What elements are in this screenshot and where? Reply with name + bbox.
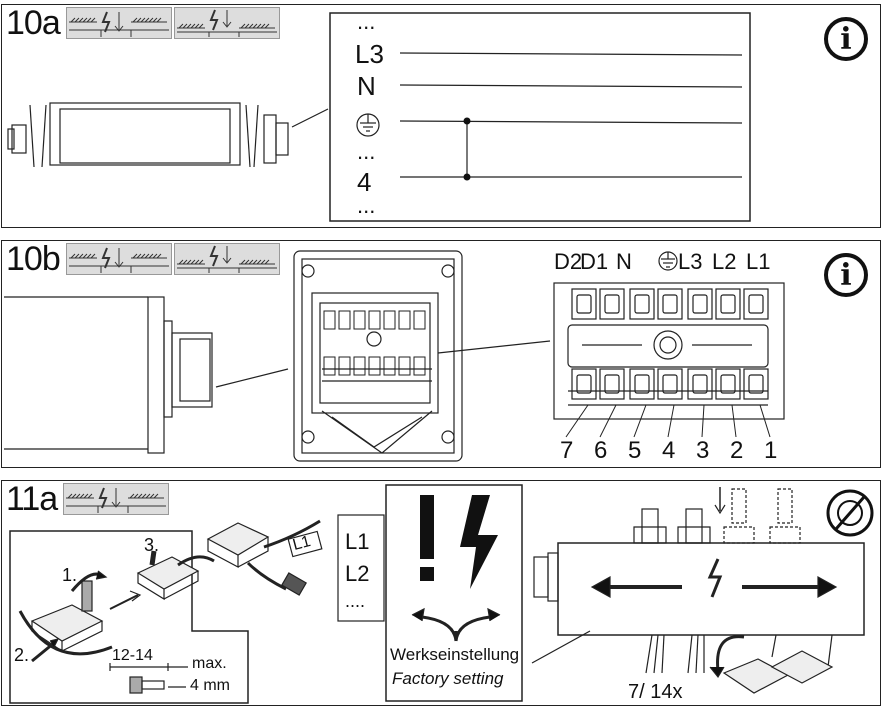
terminal-slot	[743, 288, 769, 320]
warning-lightning-icon	[173, 243, 280, 275]
terminal-label-bottom: 2	[730, 437, 744, 464]
connector-install-diagram	[9, 484, 874, 704]
phase-list-l1: L1	[345, 529, 370, 554]
terminal-leader-line	[731, 404, 737, 438]
step-3-label: 3.	[144, 535, 160, 555]
step-tag-10b: 10b	[2, 241, 280, 277]
factory-setting-de: Werkseinstellung	[390, 645, 520, 664]
terminal-leader-line	[667, 404, 675, 438]
terminal-slot	[571, 288, 597, 320]
phase-list-ellipsis: ....	[345, 591, 366, 611]
wire-count-label: 7/ 14x	[628, 681, 683, 703]
terminal-label-top: L1	[746, 249, 771, 274]
terminal-leader-line	[633, 404, 647, 438]
warning-lightning-icon	[173, 7, 280, 39]
max-label: max.	[192, 655, 227, 672]
wiring-label-top-ellipsis: ...	[357, 9, 376, 34]
mini-terminal-slot	[338, 356, 351, 376]
terminal-slot	[629, 288, 655, 320]
mini-terminal-slot	[368, 310, 381, 330]
terminal-slot	[715, 368, 741, 400]
terminal-slot	[599, 368, 625, 400]
step-1-label: 1.	[62, 565, 78, 585]
max-value-label: 4 mm	[190, 677, 230, 694]
terminal-slot	[743, 368, 769, 400]
terminal-label-bottom: 6	[594, 437, 608, 464]
wiring-label-mid-ellipsis: ...	[357, 139, 376, 164]
panel-10a: 10a	[1, 4, 881, 228]
terminal-label-top: D2	[554, 249, 583, 274]
terminal-label-top: L2	[712, 249, 737, 274]
step-label: 10a	[2, 6, 64, 40]
mini-terminal-slot	[398, 356, 411, 376]
wiring-label-bottom-ellipsis: ...	[357, 193, 376, 218]
terminal-slot	[657, 368, 683, 400]
warning-lightning-icon	[65, 7, 172, 39]
panel-11a: 11a	[1, 480, 881, 706]
terminal-slot	[687, 368, 713, 400]
mini-terminal-slot	[368, 356, 381, 376]
terminal-block-diagram	[4, 250, 785, 462]
step-label: 11a	[2, 482, 62, 516]
step-tag-11a: 11a	[2, 481, 170, 517]
wiring-label-4: 4	[357, 167, 372, 197]
mini-terminal-slot	[383, 356, 396, 376]
wiring-label-n: N	[357, 71, 376, 101]
wiring-label-l3: L3	[355, 39, 384, 69]
terminal-label-top: D1	[580, 249, 609, 274]
mini-terminal-slot	[413, 356, 426, 376]
terminal-slot	[657, 288, 683, 320]
warning-lightning-icon	[63, 483, 170, 515]
mini-terminal-slot	[398, 310, 411, 330]
mini-terminal-slot	[323, 310, 336, 330]
terminal-leader-line	[565, 404, 589, 438]
terminal-slot	[599, 288, 625, 320]
terminal-label-bottom: 4	[662, 437, 676, 464]
panel-10b: 10b	[1, 240, 881, 468]
terminal-slot	[687, 288, 713, 320]
mini-terminal-slot	[413, 310, 426, 330]
mini-terminal-slot	[353, 356, 366, 376]
earth-ground-icon	[658, 251, 678, 271]
info-icon: i	[824, 253, 868, 297]
mini-terminal-slot	[353, 310, 366, 330]
terminal-label-top: L3	[678, 249, 703, 274]
terminal-leader-line	[759, 404, 771, 438]
factory-setting-en: Factory setting	[392, 669, 504, 688]
phase-list-l2: L2	[345, 561, 370, 586]
terminal-leader-line	[599, 404, 617, 438]
mini-terminal-slot	[338, 310, 351, 330]
terminal-leader-line	[701, 404, 705, 438]
step-label: 10b	[2, 242, 64, 276]
warning-lightning-icon	[65, 243, 172, 275]
strip-length-label: 12-14	[112, 647, 153, 664]
no-tool-icon	[826, 489, 874, 537]
terminal-label-bottom: 3	[696, 437, 710, 464]
terminal-slot	[715, 288, 741, 320]
terminal-slot	[629, 368, 655, 400]
mini-terminal-slot	[323, 356, 336, 376]
terminal-label-bottom: 7	[560, 437, 574, 464]
step-tag-10a: 10a	[2, 5, 280, 41]
info-icon: i	[824, 17, 868, 61]
terminal-label-bottom: 5	[628, 437, 642, 464]
terminal-label-bottom: 1	[764, 437, 778, 464]
terminal-slot	[571, 368, 597, 400]
terminal-label-top: N	[616, 249, 632, 274]
device-side-view	[7, 12, 751, 222]
step-2-label: 2.	[14, 645, 30, 665]
mini-terminal-slot	[383, 310, 396, 330]
